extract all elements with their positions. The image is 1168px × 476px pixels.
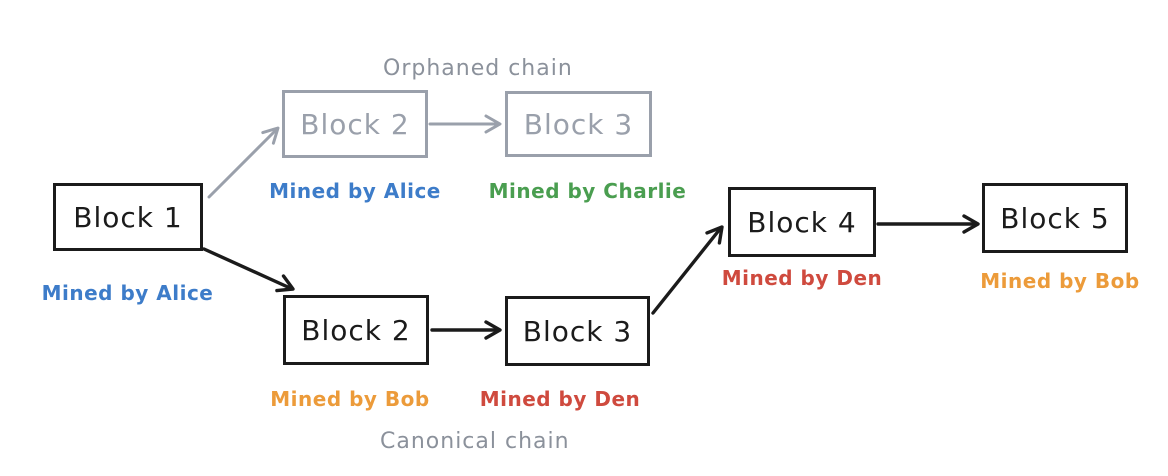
orphan-block-3: Block 3 bbox=[505, 91, 652, 157]
arrow-canonical-block3-to-block4 bbox=[651, 225, 724, 315]
block-4: Block 4 bbox=[728, 187, 876, 257]
canonical-block-2: Block 2 bbox=[283, 295, 429, 365]
arrow-canonical-block2-to-canonical-block3 bbox=[430, 320, 502, 340]
block-1-label: Block 1 bbox=[73, 200, 183, 234]
orphan-block-2: Block 2 bbox=[282, 90, 428, 158]
arrow-block4-to-block5 bbox=[876, 214, 980, 234]
block-1: Block 1 bbox=[53, 183, 203, 251]
canonical-chain-title: Canonical chain bbox=[380, 429, 570, 454]
canonical-block-3-label: Block 3 bbox=[522, 314, 633, 348]
canonical-block-3: Block 3 bbox=[505, 296, 650, 366]
canonical-block-2-miner-label: Mined by Bob bbox=[270, 387, 430, 411]
orphan-block-3-miner-label: Mined by Charlie bbox=[488, 179, 687, 203]
arrow-block1-to-orphan-block2 bbox=[207, 126, 280, 199]
block-1-miner-label: Mined by Alice bbox=[41, 281, 214, 305]
block-4-miner-label: Mined by Den bbox=[721, 266, 883, 290]
orphan-block-3-label: Block 3 bbox=[523, 107, 634, 141]
block-5-label: Block 5 bbox=[1000, 201, 1110, 235]
canonical-block-2-label: Block 2 bbox=[301, 313, 411, 347]
block-5-miner-label: Mined by Bob bbox=[980, 269, 1140, 293]
arrow-block1-to-canonical-block2 bbox=[202, 247, 295, 293]
orphan-block-2-miner-label: Mined by Alice bbox=[269, 179, 441, 203]
orphaned-chain-title: Orphaned chain bbox=[383, 56, 573, 81]
block-4-label: Block 4 bbox=[747, 205, 857, 239]
orphan-block-2-label: Block 2 bbox=[300, 107, 410, 141]
canonical-block-3-miner-label: Mined by Den bbox=[479, 387, 641, 411]
arrow-orphan-block2-to-orphan-block3 bbox=[428, 114, 502, 134]
block-5: Block 5 bbox=[982, 183, 1128, 253]
